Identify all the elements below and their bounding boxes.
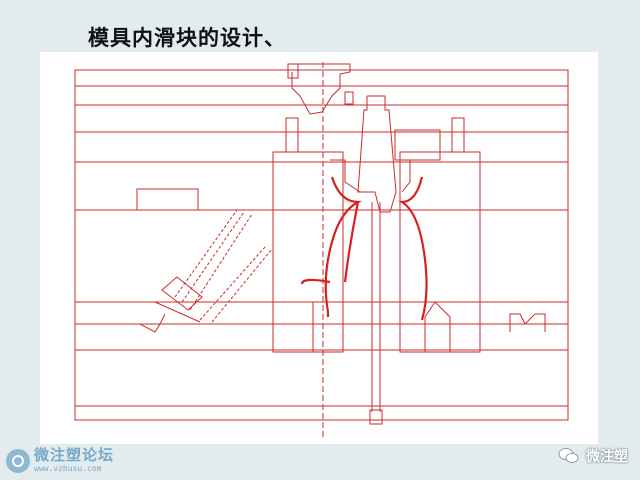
right-lock-block <box>509 313 546 332</box>
slider-block-lower <box>75 313 166 333</box>
mold-outer-frame <box>74 69 569 421</box>
cavity-left <box>330 159 361 193</box>
ejector-pin-head <box>369 409 383 425</box>
guide-block-right <box>451 117 465 153</box>
forum-name: 微注塑论坛 <box>34 446 115 464</box>
mold-drawing-panel <box>40 52 598 444</box>
slide-title: 模具内滑块的设计、 <box>88 25 286 50</box>
support-block-right <box>394 129 441 161</box>
sprue-screw <box>344 91 354 105</box>
core-insert-left <box>272 301 314 353</box>
wechat-watermark: 微注塑 <box>558 446 628 466</box>
forum-url: www.vzhusu.com <box>34 464 102 473</box>
mold-slider-drawing <box>74 62 569 437</box>
angled-guide-pins <box>174 209 273 323</box>
wechat-icon <box>558 448 579 463</box>
forum-logo-icon <box>6 448 30 473</box>
wechat-account-name: 微注塑 <box>586 449 628 465</box>
core-block-left <box>272 151 344 353</box>
cavity-right <box>400 159 411 193</box>
core-block-right <box>399 151 481 353</box>
sprue-body <box>357 95 397 213</box>
slider-block <box>75 188 270 211</box>
guide-block-left <box>285 117 299 153</box>
molded-part-highlight <box>300 176 428 321</box>
forum-watermark: 微注塑论坛 www.vzhusu.com <box>6 448 114 473</box>
angled-pin-line <box>154 301 201 323</box>
core-insert-right <box>424 301 451 352</box>
sprue-clamp <box>287 63 299 79</box>
angled-pin-head <box>161 276 203 311</box>
sprue-bushing-top <box>291 63 351 115</box>
